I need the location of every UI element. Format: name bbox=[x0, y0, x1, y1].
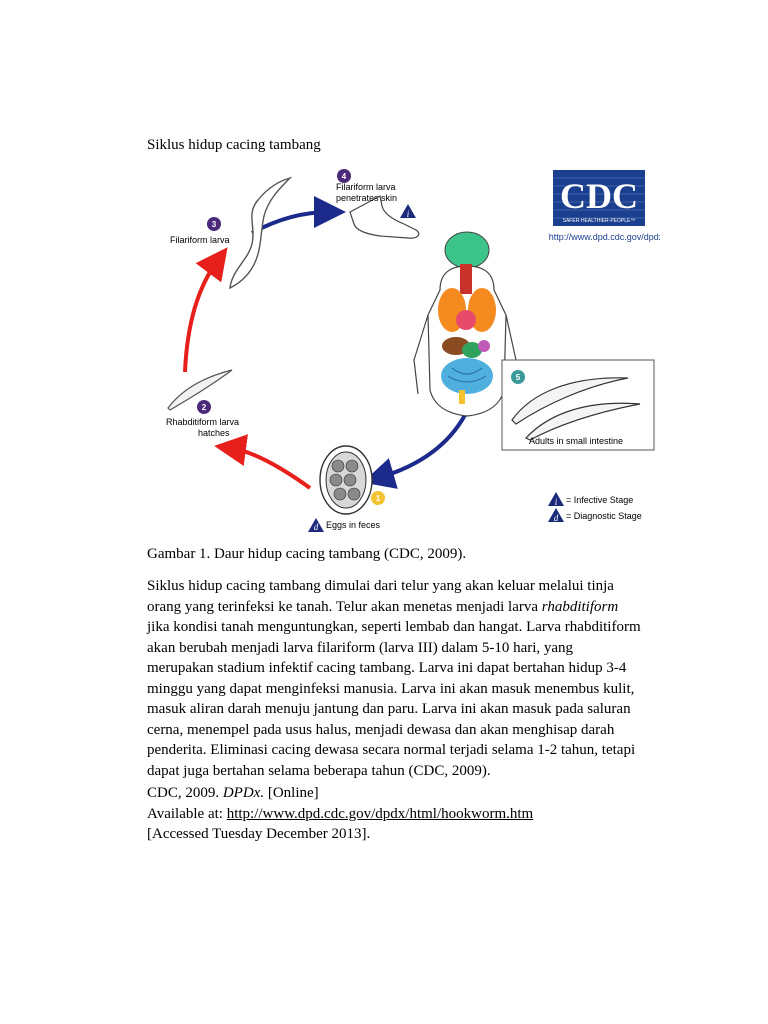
paragraph-line: Siklus hidup cacing tambang dimulai dari… bbox=[147, 578, 614, 594]
svg-text:d: d bbox=[554, 513, 559, 523]
diagnostic-stage-marker: d bbox=[308, 518, 324, 532]
figure-heading: Siklus hidup cacing tambang bbox=[147, 137, 321, 153]
egg-illustration bbox=[319, 445, 373, 515]
stage-4-badge: 4 bbox=[337, 169, 351, 183]
infective-stage-marker: i bbox=[400, 204, 416, 219]
paragraph-line: orang yang terinfeksi ke tanah. Telur ak… bbox=[147, 598, 619, 615]
stage-1-badge: 1 bbox=[371, 491, 385, 505]
reference-line: [Accessed Tuesday December 2013]. bbox=[147, 826, 371, 842]
reference-link[interactable]: http://www.dpd.cdc.gov/dpdx/html/hookwor… bbox=[226, 805, 534, 822]
paragraph-line: cerna, menempel pada usus halus, menjadi… bbox=[147, 721, 615, 738]
stage-5-badge: 5 bbox=[511, 370, 525, 384]
hookworm-life-cycle-figure: CDC SAFER·HEALTHIER·PEOPLE™ http://www.d… bbox=[140, 160, 660, 540]
rhabditiform-larva-worm bbox=[167, 369, 233, 411]
stage-2-label: Rhabditiform larva bbox=[166, 417, 239, 427]
reference-line: Available at: http://www.dpd.cdc.gov/dpd… bbox=[147, 805, 534, 822]
reference-block: CDC, 2009. DPDx. [Online] Available at: … bbox=[147, 783, 533, 845]
paragraph-line: akan berubah menjadi larva filariform (l… bbox=[147, 639, 574, 656]
foot-illustration bbox=[349, 195, 420, 239]
life-cycle-diagram: CDC SAFER·HEALTHIER·PEOPLE™ http://www.d… bbox=[166, 169, 660, 532]
svg-text:3: 3 bbox=[212, 220, 217, 229]
arrow-egg-to-rhabditiform bbox=[214, 434, 312, 490]
term-rhabditiform: rhabditiform bbox=[541, 598, 619, 615]
stage-1-label: Eggs in feces bbox=[326, 520, 381, 530]
arrow-adult-to-egg bbox=[362, 414, 467, 489]
stage-4-label-2: penetrates skin bbox=[336, 193, 397, 203]
reference-line: CDC, 2009. DPDx. [Online] bbox=[147, 785, 319, 801]
human-body-illustration bbox=[413, 231, 517, 417]
stage-3-label: Filariform larva bbox=[170, 235, 230, 245]
figure-caption: Gambar 1. Daur hidup cacing tambang (CDC… bbox=[147, 546, 467, 562]
svg-text:i: i bbox=[407, 209, 410, 219]
adult-worms-inset bbox=[501, 359, 655, 451]
stage-5-label: Adults in small intestine bbox=[529, 436, 623, 446]
paragraph-line: penderita. Eliminasi cacing dewasa secar… bbox=[147, 742, 636, 758]
stage-2-label-2: hatches bbox=[198, 428, 230, 438]
cdc-url: http://www.dpd.cdc.gov/dpdx bbox=[549, 232, 660, 242]
stage-2-badge: 2 bbox=[197, 400, 211, 414]
legend: i = Infective Stage d = Diagnostic Stage bbox=[548, 492, 642, 523]
cdc-logo-tagline: SAFER·HEALTHIER·PEOPLE™ bbox=[563, 218, 636, 224]
stage-4-label: Filariform larva bbox=[336, 182, 396, 192]
svg-text:2: 2 bbox=[202, 403, 207, 412]
body-paragraph: Siklus hidup cacing tambang dimulai dari… bbox=[147, 576, 647, 781]
arrow-rhabditiform-to-filariform bbox=[183, 247, 228, 373]
paragraph-line: minggu yang dapat menginfeksi manusia. L… bbox=[147, 680, 635, 697]
paragraph-line: jika kondisi tanah menguntungkan, sepert… bbox=[147, 619, 641, 635]
paragraph-line: dapat juga bertahan selama beberapa tahu… bbox=[147, 762, 491, 779]
svg-text:1: 1 bbox=[376, 494, 381, 503]
cdc-logo: CDC SAFER·HEALTHIER·PEOPLE™ bbox=[553, 170, 645, 226]
paragraph-line: merupakan stadium infektif cacing tamban… bbox=[147, 660, 627, 676]
legend-diagnostic: = Diagnostic Stage bbox=[566, 511, 642, 521]
svg-text:i: i bbox=[555, 497, 558, 507]
svg-text:5: 5 bbox=[516, 373, 521, 382]
svg-text:4: 4 bbox=[342, 172, 347, 181]
paragraph-line: masuk aliran darah menuju jantung dan pa… bbox=[147, 701, 631, 717]
cdc-logo-text: CDC bbox=[560, 176, 638, 216]
legend-infective: = Infective Stage bbox=[566, 495, 633, 505]
stage-3-badge: 3 bbox=[207, 217, 221, 231]
svg-text:d: d bbox=[314, 522, 319, 532]
filariform-larva-worm bbox=[229, 176, 293, 290]
